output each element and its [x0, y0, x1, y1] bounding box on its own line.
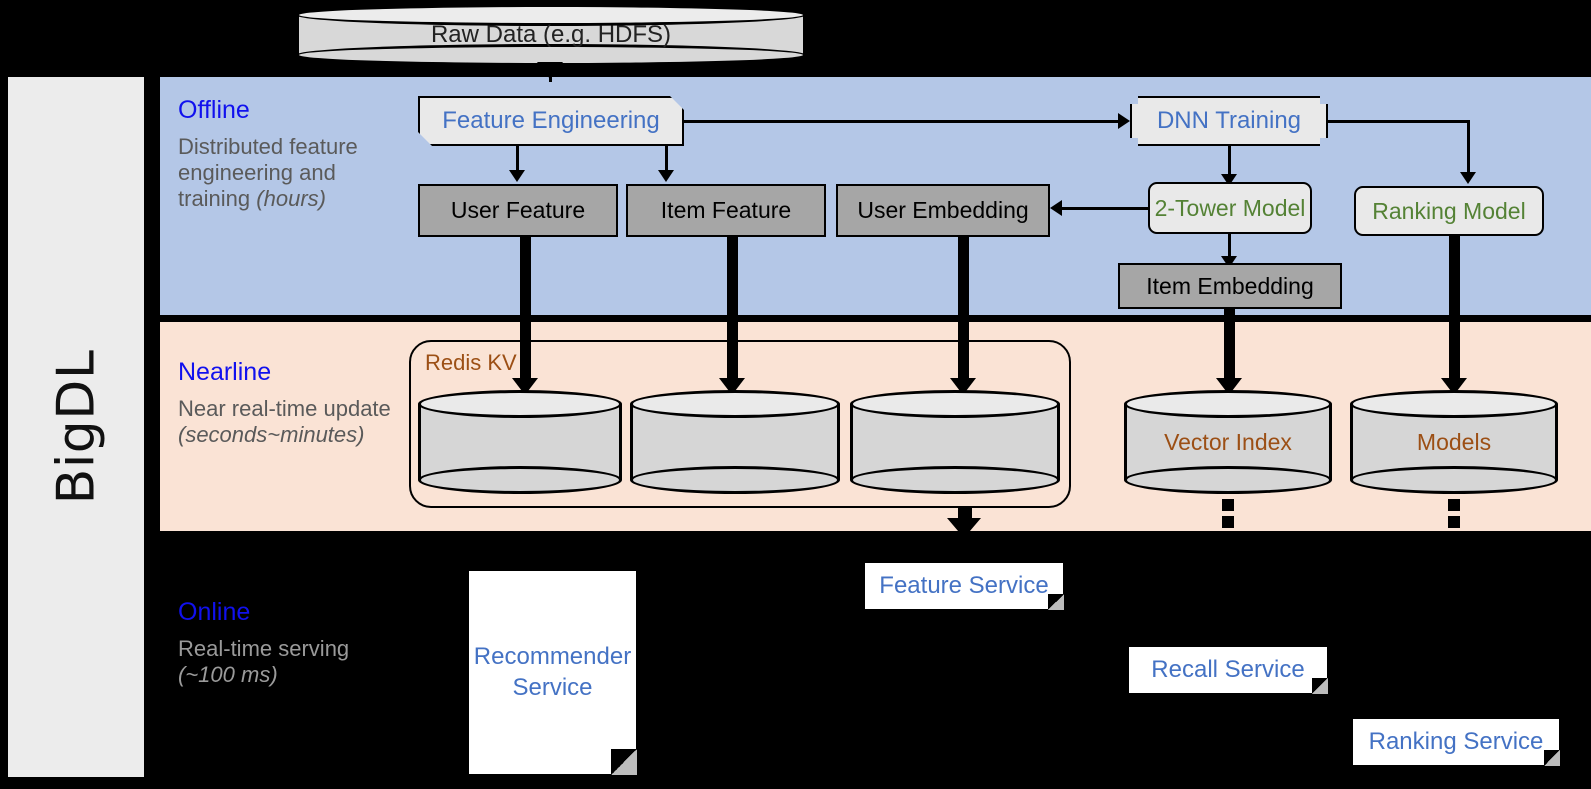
cylinder-bottom — [850, 466, 1060, 494]
connector-vectorindex-stub2 — [1222, 516, 1234, 528]
edge-dnn-ranking-v — [1467, 120, 1470, 176]
edge-twotower-userembedding — [1062, 207, 1150, 210]
flow-itemembedding-vectorindex — [1224, 309, 1235, 385]
recall-service-node[interactable]: Recall Service — [1128, 646, 1328, 694]
store-user-embedding-label — [850, 390, 1060, 494]
cylinder-top — [418, 390, 622, 418]
arrowhead-rawdata-fe — [537, 62, 563, 79]
online-title: Online — [178, 598, 251, 626]
cylinder-top — [1124, 390, 1332, 418]
nearline-title: Nearline — [178, 358, 272, 386]
ranking-model-label: Ranking Model — [1372, 197, 1526, 224]
ranking-model-node[interactable]: Ranking Model — [1354, 186, 1544, 236]
user-embedding-node[interactable]: User Embedding — [836, 184, 1050, 237]
store-user-embedding-cylinder[interactable] — [850, 390, 1060, 494]
flow-rankingmodel-models — [1449, 236, 1460, 385]
user-embedding-label: User Embedding — [857, 197, 1029, 223]
flow-userfeature-store — [520, 237, 531, 385]
store-user-feature-label — [418, 390, 622, 494]
recall-service-label: Recall Service — [1151, 656, 1305, 683]
arrowhead-store-featureservice — [947, 518, 981, 538]
edge-dnn-ranking-h — [1328, 120, 1470, 123]
item-feature-node[interactable]: Item Feature — [626, 184, 826, 237]
arrowhead-twotower-userembedding — [1050, 200, 1062, 216]
nearline-desc: Near real-time update (seconds~minutes) — [178, 396, 391, 447]
cylinder-top — [850, 390, 1060, 418]
recommender-service-label: Recommender Service — [473, 642, 632, 701]
models-label: Models — [1416, 428, 1492, 455]
arrowhead-dnn-ranking — [1460, 172, 1476, 184]
feature-service-label: Feature Service — [879, 572, 1049, 599]
store-item-feature-label — [630, 390, 840, 494]
user-feature-label: User Feature — [450, 197, 586, 223]
feature-engineering-label: Feature Engineering — [442, 107, 660, 134]
two-tower-model-node[interactable]: 2-Tower Model — [1148, 182, 1312, 234]
cylinder-top — [1350, 390, 1558, 418]
arrowhead-fe-dnn — [1118, 113, 1130, 129]
cylinder-bottom — [630, 466, 840, 494]
redis-kv-container — [409, 340, 1071, 508]
bigdl-label: BigDL — [46, 349, 107, 505]
cylinder-top — [630, 390, 840, 418]
store-user-feature-cylinder[interactable] — [418, 390, 622, 494]
dnn-training-node[interactable]: DNN Training — [1130, 96, 1328, 146]
item-embedding-label: Item Embedding — [1146, 272, 1314, 299]
two-tower-model-label: 2-Tower Model — [1154, 194, 1306, 221]
recommender-service-node[interactable]: Recommender Service — [468, 570, 637, 775]
user-feature-node[interactable]: User Feature — [418, 184, 618, 237]
cylinder-top — [296, 4, 806, 26]
vector-index-label: Vector Index — [1164, 428, 1292, 455]
store-item-feature-cylinder[interactable] — [630, 390, 840, 494]
nearline-stage-label: Nearline Near real-time update (seconds~… — [178, 358, 408, 448]
arrowhead-fe-userfeature — [509, 170, 525, 182]
offline-title: Offline — [178, 96, 250, 124]
connector-vectorindex-stub1 — [1222, 499, 1234, 511]
edge-fe-itemfeature — [665, 146, 668, 172]
ranking-service-label: Ranking Service — [1368, 728, 1544, 755]
page-fold-icon — [1312, 678, 1328, 694]
feature-engineering-node[interactable]: Feature Engineering — [418, 96, 684, 146]
item-feature-label: Item Feature — [660, 197, 792, 223]
redis-kv-label: Redis KV — [425, 350, 517, 375]
vector-index-cylinder[interactable]: Vector Index — [1124, 390, 1332, 494]
dnn-training-label: DNN Training — [1156, 107, 1302, 134]
models-cylinder[interactable]: Models — [1350, 390, 1558, 494]
edge-fe-dnn — [684, 120, 1122, 123]
edge-fe-userfeature — [516, 146, 519, 172]
connector-models-stub2 — [1448, 516, 1460, 528]
arrowhead-fe-itemfeature — [658, 170, 674, 182]
page-fold-icon — [611, 749, 637, 775]
raw-data-cylinder: Raw Data (e.g. HDFS) — [296, 4, 806, 66]
connector-models-stub1 — [1448, 499, 1460, 511]
cylinder-bottom — [418, 466, 622, 494]
feature-service-node[interactable]: Feature Service — [864, 562, 1064, 610]
raw-data-label: Raw Data (e.g. HDFS) — [430, 21, 672, 48]
page-fold-icon — [1048, 594, 1064, 610]
offline-desc: Distributed feature engineering and trai… — [178, 134, 358, 211]
edge-dnn-twotower — [1228, 146, 1231, 178]
edge-twotower-itemembedding — [1228, 234, 1231, 262]
item-embedding-node[interactable]: Item Embedding — [1118, 263, 1342, 309]
online-stage-label: Online Real-time serving (~100 ms) — [178, 598, 408, 688]
cylinder-bottom — [1124, 466, 1332, 494]
bigdl-sidebar: BigDL — [8, 77, 144, 777]
page-fold-icon — [1544, 750, 1560, 766]
offline-stage-label: Offline Distributed feature engineering … — [178, 96, 408, 212]
flow-itemfeature-store — [727, 237, 738, 385]
flow-userembedding-store — [958, 237, 969, 385]
online-desc: Real-time serving (~100 ms) — [178, 636, 350, 687]
ranking-service-node[interactable]: Ranking Service — [1352, 718, 1560, 766]
cylinder-bottom — [1350, 466, 1558, 494]
